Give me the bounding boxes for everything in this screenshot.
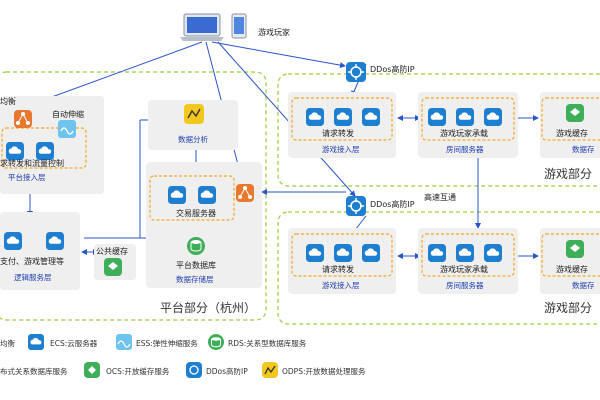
game-section-2: 请求转发 游戏接入层 游戏玩家承载 房间服务器 游戏缓存 数据存 游戏部分 (288, 228, 600, 315)
payment-label: 支付、游戏管理等 (0, 256, 64, 266)
ecs-cloud-icon[interactable] (306, 108, 324, 126)
ecs-cloud-icon[interactable] (362, 244, 380, 262)
rds-database-icon (208, 334, 224, 350)
game-section-1: 请求转发 游戏接入层 游戏玩家承载 房间服务器 游戏缓存 数据存 游戏部分 (288, 92, 600, 181)
ecs-cloud-icon[interactable] (484, 108, 502, 126)
ecs-cloud-icon[interactable] (168, 186, 186, 204)
ecs-cloud-icon[interactable] (334, 244, 352, 262)
odps-icon (262, 362, 278, 378)
player-label: 游戏玩家 (258, 27, 290, 37)
room-server-label: 房间服务器 (446, 280, 484, 290)
ecs-cloud-icon[interactable] (456, 244, 474, 262)
analytics-label: 数据分析 (178, 134, 208, 144)
trade-server-label: 交易服务器 (176, 208, 216, 218)
legend-ess-label: ESS:弹性伸缩服务 (136, 338, 198, 348)
game-storage-panel (540, 92, 600, 158)
legend: 均衡 ECS:云服务器 ESS:弹性伸缩服务 RDS:关系型数据库服务 布式关系… (0, 334, 366, 378)
platform-section-panel (0, 71, 267, 321)
game-cache-label: 游戏缓存 (556, 128, 588, 138)
ocs-cache-icon[interactable] (104, 258, 122, 276)
platform-db-label: 平台数据库 (176, 260, 216, 270)
game-access-layer-label: 游戏接入层 (322, 144, 360, 154)
game-section-label: 游戏部分 (544, 166, 592, 181)
legend-rds-label: RDS:关系型数据库服务 (228, 338, 307, 348)
slb-icon[interactable] (236, 184, 254, 202)
storage-cut-label: 数据存 (572, 144, 595, 154)
game-cache-label: 游戏缓存 (556, 264, 588, 274)
ddos-label-2: DDos高防IP (370, 199, 415, 209)
data-storage-layer-label: 数据存储层 (176, 274, 214, 284)
ess-icon[interactable] (58, 120, 76, 138)
ecs-cloud-icon[interactable] (484, 244, 502, 262)
ecs-cloud-icon[interactable] (362, 108, 380, 126)
platform-access-layer-label: 平台接入层 (8, 172, 46, 182)
platform-access-dashed-box (1, 127, 87, 169)
ecs-cloud-icon[interactable] (456, 108, 474, 126)
ddos-label-1: DDos高防IP (370, 64, 415, 74)
autoscale-label: 自动伸缩 (52, 109, 84, 119)
logic-layer-label: 逻辑服务层 (14, 272, 52, 282)
analytics-panel (148, 100, 238, 150)
ecs-cloud-icon[interactable] (306, 244, 324, 262)
logic-panel (0, 212, 80, 290)
ddos-icon[interactable] (346, 62, 366, 82)
ocs-cache-icon (84, 362, 100, 378)
rds-database-icon[interactable] (187, 237, 205, 255)
interconnect-label: 高速互通 (424, 192, 456, 202)
game-cache-dashed-box (541, 233, 600, 277)
ecs-cloud-icon[interactable] (428, 244, 446, 262)
legend-odps-label: ODPS:开放数据处理服务 (282, 366, 366, 376)
game-access-layer-label: 游戏接入层 (322, 280, 360, 290)
slb-icon[interactable] (14, 110, 32, 128)
player-load-label: 游戏玩家承载 (440, 128, 488, 138)
player-devices (180, 13, 247, 41)
legend-ddos-label: DDos高防IP (206, 366, 248, 376)
ecs-cloud-icon[interactable] (334, 108, 352, 126)
balancer-cut-label: 均衡 (0, 96, 16, 106)
request-forward-label: 请求转发 (322, 128, 354, 138)
ocs-cache-icon[interactable] (566, 240, 584, 258)
legend-slb-label: 均衡 (0, 338, 15, 348)
legend-drds-label: 布式关系数据库服务 (0, 366, 68, 376)
ddos-icon[interactable] (346, 196, 366, 216)
public-cache-label: 公共缓存 (96, 246, 128, 256)
trade-server-dashed-box (149, 175, 235, 221)
legend-ecs-label: ECS:云服务器 (50, 338, 98, 348)
ecs-cloud-icon[interactable] (46, 232, 64, 250)
game-access-dashed-box (291, 97, 393, 141)
game-section-1-panel (277, 73, 600, 187)
room-server-label: 房间服务器 (446, 144, 484, 154)
room-server-dashed-box (421, 97, 515, 141)
game-section-2-panel (277, 211, 600, 325)
storage-cut-label: 数据存 (572, 280, 595, 290)
platform-section-label: 平台部分（杭州） (160, 300, 256, 315)
player-load-label: 游戏玩家承载 (440, 264, 488, 274)
game-access-dashed-box (291, 233, 393, 277)
ocs-cache-icon[interactable] (566, 104, 584, 122)
forward-flow-label: 求转发和流量控制 (0, 158, 64, 168)
room-server-dashed-box (421, 233, 515, 277)
ecs-cloud-icon[interactable] (428, 108, 446, 126)
ecs-cloud-icon[interactable] (198, 186, 216, 204)
ecs-cloud-icon (28, 334, 44, 350)
ddos-icon (186, 362, 202, 378)
ecs-cloud-icon[interactable] (6, 142, 24, 160)
legend-ocs-label: OCS:开放缓存服务 (106, 366, 170, 376)
game-cache-dashed-box (541, 97, 600, 141)
ess-icon (116, 334, 132, 350)
game-storage-panel (540, 228, 600, 294)
request-forward-label: 请求转发 (322, 264, 354, 274)
ecs-cloud-icon[interactable] (4, 232, 22, 250)
ecs-cloud-icon[interactable] (36, 142, 54, 160)
game-section-label: 游戏部分 (544, 300, 592, 315)
odps-icon[interactable] (184, 104, 204, 124)
